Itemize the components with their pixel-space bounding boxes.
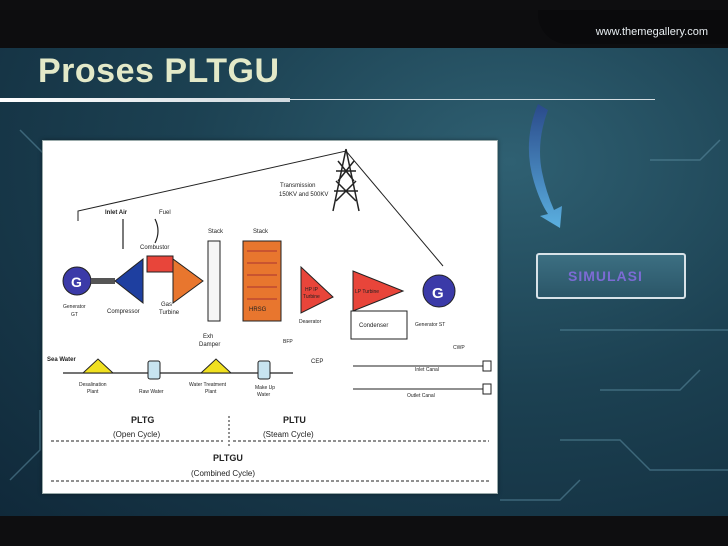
hp-ip-turbine-label: HP IP: [305, 287, 319, 293]
gas-turbine-label: Gas: [161, 302, 172, 308]
page-title: Proses PLTGU: [38, 52, 280, 90]
pltg-label: PLTG: [131, 415, 154, 425]
generator-gt-letter: G: [71, 274, 82, 290]
lp-turbine-label: LP Turbine: [355, 289, 379, 295]
gas-turbine-sub-label: Turbine: [159, 310, 180, 316]
gas-turbine-icon: [172, 258, 204, 304]
inlet-canal-valve: [482, 360, 492, 372]
condenser-icon: [350, 310, 408, 340]
combustor-icon: [146, 255, 174, 273]
pltu-sub-label: (Steam Cycle): [263, 430, 314, 439]
transmission-label: Transmission: [280, 183, 315, 189]
raw-water-tank-icon: [147, 360, 161, 380]
outlet-canal-valve: [482, 383, 492, 395]
cwp-label: CWP: [453, 345, 465, 351]
hrsg-label: HRSG: [249, 307, 267, 313]
pltgu-process-diagram: Transmission 150KV and 500KV Inlet Air F…: [42, 140, 498, 494]
fuel-line: [154, 218, 159, 244]
generator-st-icon: [422, 274, 456, 308]
desalination-label: Desalination: [79, 382, 107, 388]
combustor-label: Combustor: [140, 245, 169, 251]
generator-st-letter: G: [432, 285, 444, 302]
diagram-canvas: Transmission 150KV and 500KV Inlet Air F…: [47, 148, 492, 482]
stack-1-label: Stack: [208, 229, 224, 235]
hp-ip-turbine-sub-label: Turbine: [303, 294, 320, 300]
exhaust-stack: [207, 240, 221, 322]
exh-damper-sub-label: Damper: [199, 342, 220, 348]
hp-ip-turbine-icon: [300, 265, 334, 314]
water-treatment-plant-icon: [199, 358, 233, 374]
compressor-label: Compressor: [107, 309, 140, 315]
site-url: www.themegallery.com: [595, 26, 708, 38]
condenser-label: Condenser: [359, 323, 388, 329]
makeup-water-tank-icon: [257, 360, 271, 380]
water-treatment-label: Water Treatment: [189, 382, 227, 388]
compressor-icon: [114, 257, 144, 305]
inlet-air-label: Inlet Air: [105, 210, 128, 216]
bottom-bar: [0, 516, 728, 546]
gt-shaft: [91, 278, 115, 284]
pltgu-sub-label: (Combined Cycle): [191, 469, 255, 478]
desalination-plant-icon: [81, 358, 115, 374]
canal-lines: [353, 365, 483, 390]
transmission-line: [77, 150, 444, 267]
curved-arrow-icon: [528, 104, 562, 228]
generator-gt-sub-label: GT: [71, 312, 78, 318]
transmission-tower-icon: [332, 148, 360, 212]
raw-water-label: Raw Water: [139, 389, 164, 395]
lp-turbine-icon: [352, 270, 405, 312]
generator-st-label: Generator ST: [415, 322, 445, 328]
bfp-label: BFP: [283, 339, 293, 345]
deaerator-label: Deaerator: [299, 319, 322, 325]
makeup-water-sub-label: Water: [257, 392, 270, 398]
outlet-canal-label: Outlet Canal: [407, 393, 435, 399]
cep-label: CEP: [311, 359, 323, 365]
stack-2-label: Stack: [253, 229, 269, 235]
top-bar: www.themegallery.com: [0, 10, 728, 48]
water-treatment-sub-label: Plant: [205, 389, 217, 395]
simulasi-button[interactable]: SIMULASI: [536, 253, 686, 299]
hrsg-icon: [242, 240, 282, 322]
transmission-kv-label: 150KV and 500KV: [279, 192, 328, 198]
pltgu-label: PLTGU: [213, 453, 243, 463]
exh-damper-label: Exh: [203, 334, 213, 340]
simulasi-button-label: SIMULASI: [568, 268, 643, 284]
fuel-label: Fuel: [159, 210, 171, 216]
inlet-canal-label: Inlet Canal: [415, 367, 439, 373]
generator-gt-label: Generator: [63, 304, 86, 310]
pltu-label: PLTU: [283, 415, 306, 425]
title-divider: [290, 99, 655, 100]
title-underline: [0, 98, 290, 102]
slide: www.themegallery.com Proses PLTGU Transm…: [0, 10, 728, 516]
desalination-sub-label: Plant: [87, 389, 99, 395]
makeup-water-label: Make Up: [255, 385, 275, 391]
sea-water-label: Sea Water: [47, 357, 76, 363]
hrsg-coils: [247, 250, 277, 300]
pltg-sub-label: (Open Cycle): [113, 430, 160, 439]
top-bar-notch: [538, 10, 728, 44]
